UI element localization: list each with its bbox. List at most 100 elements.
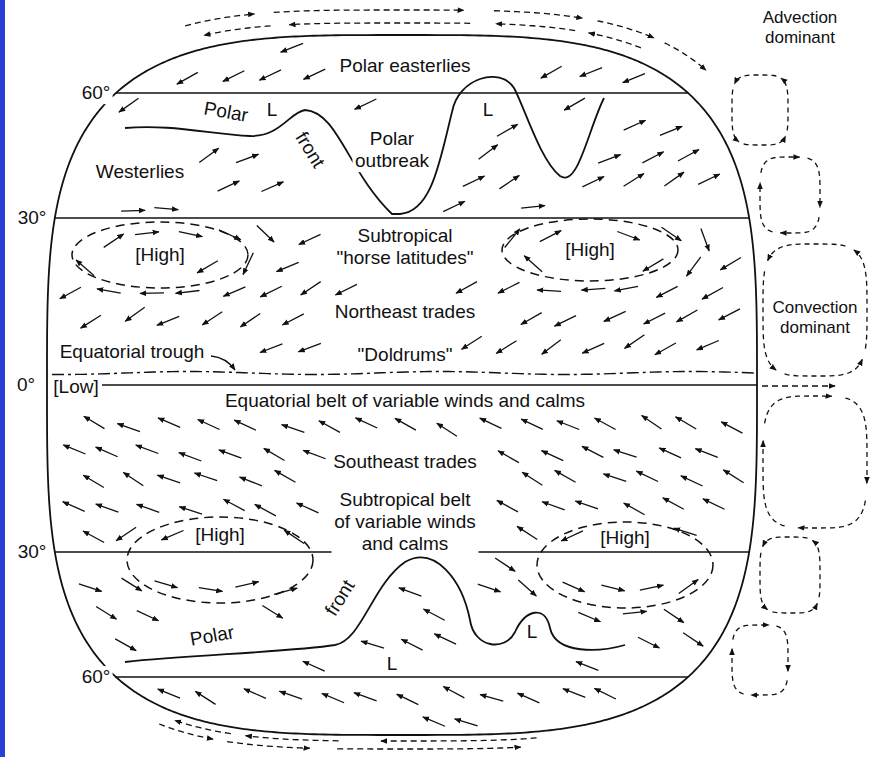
wind-arrow [498, 451, 519, 463]
wind-arrow [63, 502, 85, 512]
wind-arrow [355, 418, 377, 428]
polar-front [125, 558, 625, 662]
wind-arrow [260, 286, 281, 297]
front-label: front [290, 126, 331, 173]
wind-arrow [702, 287, 723, 299]
wind-arrow [304, 69, 326, 79]
dashed-ellipse [502, 219, 678, 281]
wind-arrow [595, 418, 616, 430]
wind-arrow [721, 422, 742, 433]
dashed-ellipse [72, 222, 248, 288]
wind-arrow [423, 717, 445, 726]
wind-arrow [541, 66, 562, 78]
wind-arrow [664, 172, 684, 186]
pressure-label: [High] [133, 244, 187, 266]
wind-arrow [157, 316, 179, 325]
circulation-cell-arrow [812, 540, 820, 597]
wind-arrow [541, 451, 563, 461]
wind-arrow [614, 286, 638, 290]
wind-arrow [198, 420, 220, 430]
circulation-cell-arrow [781, 78, 788, 130]
latitude-line [116, 92, 688, 94]
wind-arrow [598, 155, 620, 164]
wind-arrow [561, 531, 583, 541]
pressure-label: [High] [563, 239, 617, 261]
cell-text: [High] [133, 244, 187, 266]
wind-arrow [202, 312, 222, 325]
front-label: Polar [186, 621, 237, 651]
wind-arrow [136, 445, 158, 453]
wind-arrow [154, 581, 177, 588]
wind-arrow [540, 231, 561, 242]
wind-arrow [636, 471, 658, 481]
wind-arrow [564, 98, 585, 110]
low-marker: L [481, 99, 496, 121]
wind-belt-label: Polar easterlies [338, 55, 473, 77]
wind-arrow [117, 424, 140, 432]
wind-arrow [521, 206, 545, 209]
latitude-line [55, 217, 749, 219]
circulation-cell-arrow [785, 359, 863, 376]
accent-bar [0, 0, 5, 757]
wind-arrow [677, 310, 698, 322]
wind-arrow [83, 475, 104, 487]
rim-flow-arrow [494, 11, 583, 18]
wind-arrow [137, 611, 159, 621]
wind-arrow [235, 582, 258, 587]
wind-arrow [542, 502, 565, 510]
wind-belt-label: Polar outbreak [353, 128, 432, 172]
wind-arrow [218, 181, 240, 191]
leader-line [211, 356, 235, 370]
equatorial-trough [52, 372, 754, 375]
circulation-cell-arrow [760, 183, 772, 232]
wind-arrow [179, 453, 201, 461]
wind-arrow [319, 421, 340, 433]
wind-arrow [623, 74, 645, 83]
wind-arrow [479, 145, 498, 160]
wind-arrow [257, 225, 274, 242]
wind-arrow [624, 503, 645, 515]
wind-arrow [79, 584, 102, 592]
wind-arrow [223, 287, 245, 296]
circulation-cell-arrow [761, 157, 800, 173]
circulation-cell-arrow [733, 625, 769, 640]
wind-arrow [301, 282, 321, 295]
wind-arrow [284, 530, 304, 543]
wind-arrow [135, 232, 159, 235]
latitude-label: 60° [80, 666, 113, 688]
cell-text: [High] [563, 239, 617, 261]
wind-arrow [703, 499, 725, 509]
wind-arrow [642, 152, 663, 163]
wind-arrow [683, 633, 703, 646]
circulation-cell-arrow [808, 158, 820, 207]
wind-arrow [240, 313, 260, 326]
wind-arrow [303, 450, 325, 458]
wind-arrow [96, 447, 118, 457]
wind-arrow [642, 416, 662, 429]
circulation-cell-arrow [751, 680, 787, 695]
wind-arrow [681, 476, 703, 486]
wind-arrow [638, 637, 659, 648]
wind-arrow [223, 71, 244, 82]
wind-arrow [462, 336, 482, 349]
wind-arrow [137, 504, 160, 512]
wind-arrow [623, 611, 647, 614]
wind-arrow [723, 470, 743, 483]
wind-arrow [84, 416, 105, 428]
wind-arrow [664, 609, 684, 622]
wind-arrow [480, 695, 503, 701]
trough-label: Equatorial trough [58, 341, 207, 363]
high-pressure-cell: [High] [535, 520, 715, 610]
circulation-cell-arrow [763, 537, 808, 547]
cell-label: Convection dominant [770, 298, 861, 337]
circulation-cell-arrow [732, 90, 739, 142]
wind-arrow [601, 585, 624, 591]
pressure-label: [High] [193, 524, 247, 546]
wind-arrow [575, 501, 598, 509]
rim-flow-arrow [185, 14, 254, 26]
wind-arrow [97, 289, 121, 293]
circulation-cell-arrow [776, 626, 788, 671]
wind-arrow [495, 558, 515, 571]
wind-arrow [236, 154, 258, 162]
